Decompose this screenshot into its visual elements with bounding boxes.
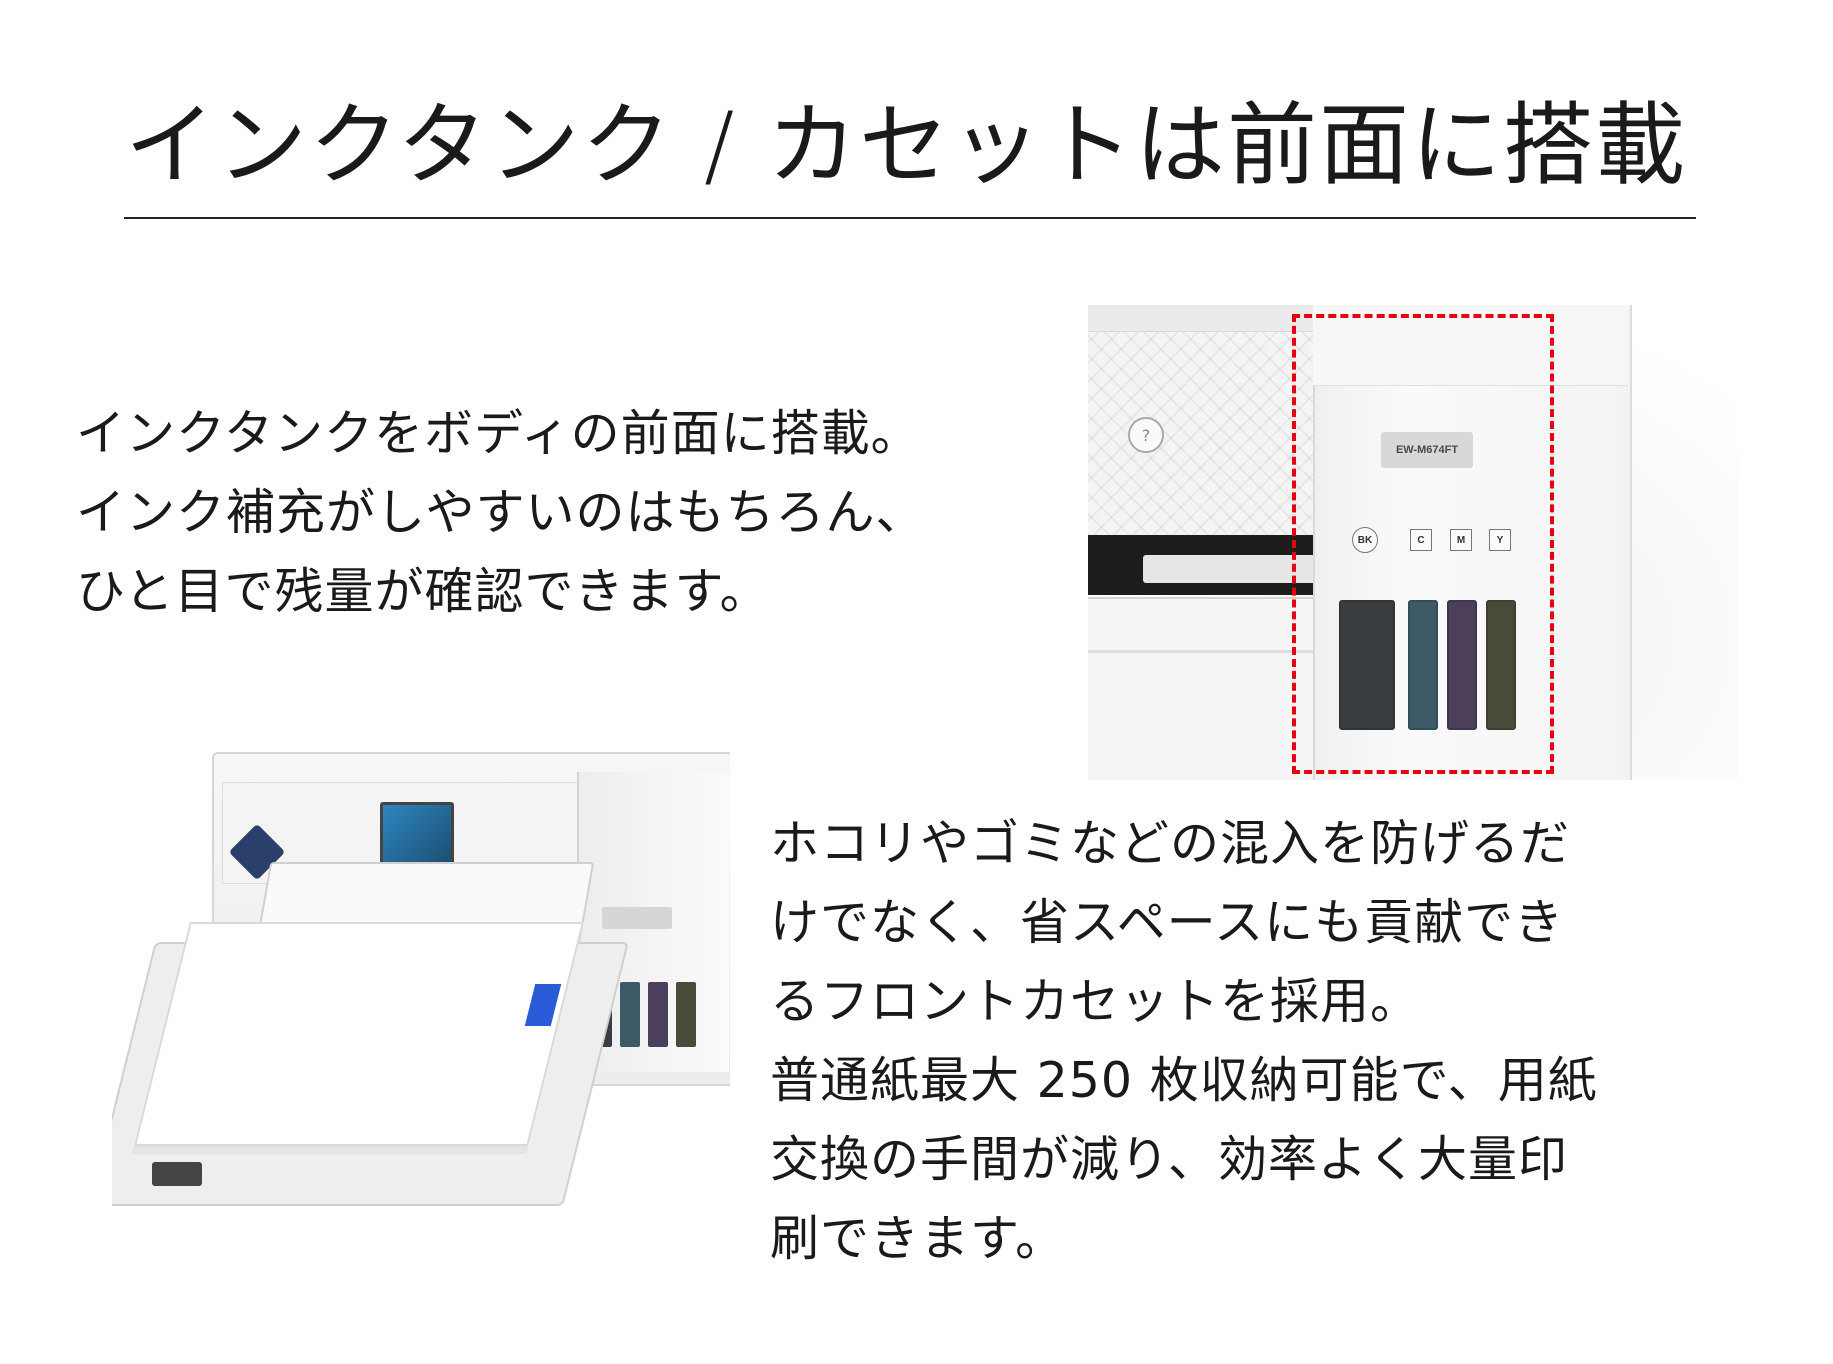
ink-tank-bk <box>1339 600 1395 730</box>
cassette-line-3: るフロントカセットを採用。 <box>770 973 1421 1030</box>
ink-label-c: C <box>1410 529 1432 551</box>
ink-tank-m <box>1447 600 1477 730</box>
touch-screen <box>380 802 454 866</box>
ink-tank-description: インクタンクをボディの前面に搭載。 インク補充がしやすいのはもちろん、 ひと目で… <box>76 394 926 631</box>
small-ink-tank-y <box>676 982 696 1047</box>
cassette-line-6: 刷できます。 <box>770 1210 1066 1267</box>
ink-tank-unit-top <box>1313 305 1628 386</box>
output-tray-edge <box>1143 555 1343 583</box>
cassette-line-5: 交換の手間が減り、効率よく大量印 <box>770 1131 1569 1188</box>
ink-label-y: Y <box>1489 529 1511 551</box>
ink-tank-line-3: ひと目で残量が確認できます。 <box>76 563 770 620</box>
paper-tray <box>1088 597 1313 780</box>
front-cassette-photo <box>112 752 730 1240</box>
cassette-line-2: けでなく、省スペースにも貢献でき <box>770 894 1565 951</box>
ink-label-bk: BK <box>1352 527 1378 553</box>
ink-tank-line-1: インクタンクをボディの前面に搭載。 <box>76 405 921 462</box>
ink-tank-c <box>1408 600 1438 730</box>
title-underline <box>124 217 1696 219</box>
printer-lid <box>1088 305 1313 537</box>
model-label: EW-M674FT <box>1381 432 1473 468</box>
printer-lid-top <box>1088 305 1313 332</box>
ink-tank-line-2: インク補充がしやすいのはもちろん、 <box>76 484 926 541</box>
tower-model-label <box>602 907 672 929</box>
cassette-handle <box>152 1162 202 1186</box>
ink-tank-highlight-box <box>1292 314 1554 774</box>
paper-tray-seam <box>1088 650 1313 653</box>
small-ink-tank-c <box>620 982 640 1047</box>
cassette-line-4: 普通紙最大 250 枚収納可能で、用紙 <box>770 1052 1598 1109</box>
cassette-description: ホコリやゴミなどの混入を防げるだ けでなく、省スペースにも貢献でき るフロントカ… <box>770 804 1598 1278</box>
paper-stack <box>134 922 584 1146</box>
small-ink-tank-m <box>648 982 668 1047</box>
ink-tank-front-photo: ? EW-M674FT BK C M Y <box>1088 305 1738 780</box>
ink-label-m: M <box>1450 529 1472 551</box>
page-title: インクタンク / カセットは前面に搭載 <box>125 93 1687 198</box>
ink-tank-y <box>1486 600 1516 730</box>
cassette-line-1: ホコリやゴミなどの混入を防げるだ <box>770 815 1571 872</box>
help-icon: ? <box>1128 417 1164 453</box>
